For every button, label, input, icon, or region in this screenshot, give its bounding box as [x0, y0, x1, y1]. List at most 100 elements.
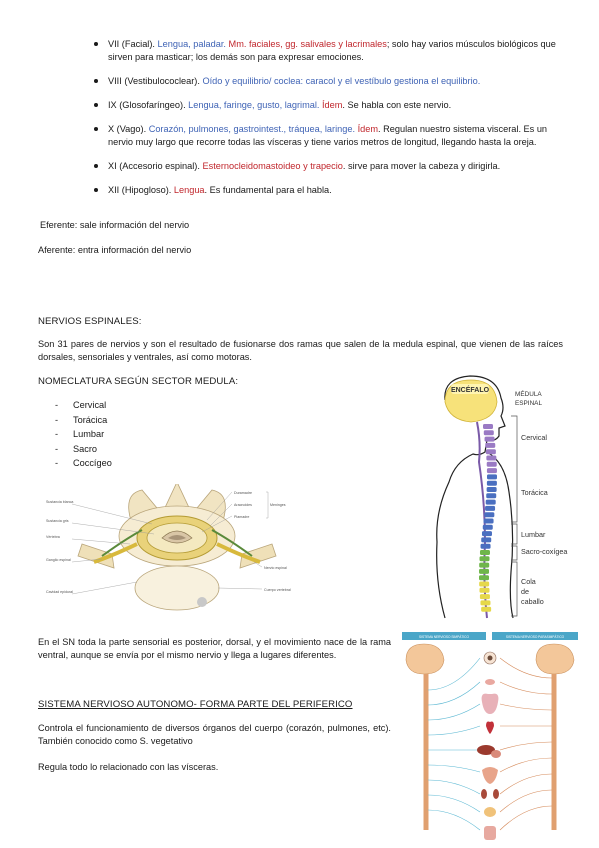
- cranial-nerve-text: . Regulan nuestro sistema visceral. Es u…: [108, 124, 548, 147]
- visceras-line: Regula todo lo relacionado con las vísce…: [38, 762, 219, 772]
- vertebra-segment: [486, 493, 497, 499]
- vertebra-segment: [484, 512, 495, 518]
- sn-paragraph: En el SN toda la parte sensorial es post…: [38, 637, 391, 660]
- mouth-organ: [485, 679, 495, 685]
- vertebra-segment: [479, 562, 490, 568]
- encefalo-label: ENCÉFALO: [451, 385, 490, 394]
- vertebra-segment: [479, 568, 490, 574]
- cranial-nerve-item: VIII (Vestibulococlear). Oído y equilibr…: [94, 75, 564, 88]
- sympathetic-nerve: [427, 764, 481, 773]
- vertebra-segment: [479, 587, 490, 593]
- vertebra-segment: [483, 518, 494, 524]
- sympathetic-nerve: [427, 794, 481, 813]
- cranial-nerve-text: Ídem: [321, 100, 343, 110]
- cranial-nerve-text: Lengua, paladar.: [157, 39, 229, 49]
- kidney-organ: [481, 789, 487, 799]
- sector-item: Coccígeo: [55, 456, 112, 471]
- parasympathetic-nerve: [499, 681, 553, 695]
- vertebra-illustration: [77, 484, 277, 611]
- vertebra-segment: [486, 480, 497, 486]
- cranial-nerve-text: Lengua, faringe, gusto, lagrimal.: [188, 100, 322, 110]
- cola-line1: Cola: [521, 577, 536, 586]
- label-piamadre: Piamadre: [234, 515, 249, 519]
- region-toracica: Torácica: [521, 488, 548, 497]
- medula-title-line2: ESPINAL: [515, 400, 542, 407]
- sympathetic-nerve: [427, 809, 481, 831]
- parasympathetic-nerve: [499, 757, 553, 773]
- cranial-nerve-text: Lengua: [173, 185, 205, 195]
- label-cavidad-epidural: Cavidad epidural: [46, 590, 73, 594]
- vertebra-segment: [479, 550, 490, 555]
- cranial-nerve-text: VII (Facial).: [108, 39, 158, 49]
- cranial-nerve-text: Corazón, pulmones, gastrointest., tráque…: [148, 124, 358, 134]
- cranial-nerve-item: IX (Glosofaríngeo). Lengua, faringe, gus…: [94, 99, 564, 112]
- label-aracnoides: Aracnoides: [234, 503, 252, 507]
- intestine-organ: [482, 767, 498, 784]
- sector-item: Torácica: [55, 413, 112, 428]
- cranial-nerve-item: XII (Hipogloso). Lengua. Es fundamental …: [94, 184, 564, 197]
- vertebra-segment: [481, 537, 492, 543]
- parasympathetic-nerve: [499, 741, 553, 751]
- cranial-nerve-text: VIII (Vestibulococlear).: [108, 76, 203, 86]
- vertebra-segment: [486, 455, 497, 461]
- heart-organ: [486, 721, 494, 734]
- cranial-nerve-item: XI (Accesorio espinal). Esternocleidomas…: [94, 160, 564, 173]
- vertebra-segment: [481, 606, 492, 612]
- vertebra-segment: [483, 430, 494, 436]
- cola-line3: caballo: [521, 597, 544, 606]
- sector-item: Lumbar: [55, 427, 112, 442]
- spinal-cord-figure: ENCÉFALO MÉDULA ESPINAL Cervical Torácic…: [436, 375, 567, 619]
- parasympathetic-title: SISTEMA NERVIOSO PARASIMPÁTICO: [506, 635, 565, 639]
- cranial-nerve-text: X (Vago).: [108, 124, 149, 134]
- cranial-nerve-text: Esternocleidomastoideo y trapecio: [202, 161, 343, 171]
- region-lumbar: Lumbar: [521, 530, 546, 539]
- vertebra-segment: [484, 436, 495, 442]
- sector-list: Cervical Torácica Lumbar Sacro Coccígeo: [55, 398, 112, 471]
- sympathetic-title: SISTEMA NERVIOSO SIMPÁTICO: [419, 635, 469, 639]
- label-nervio-espinal: Nervio espinal: [264, 566, 287, 570]
- aferente-line: Aferente: entra información del nervio: [38, 245, 192, 255]
- sympathetic-nerve: [427, 779, 481, 795]
- cranial-nerve-item: VII (Facial). Lengua, paladar. Mm. facia…: [94, 38, 564, 64]
- vertebra-segment: [485, 505, 496, 511]
- medula-title-line1: MÉDULA: [515, 389, 542, 398]
- spinal-heading: NERVIOS ESPINALES:: [38, 316, 142, 327]
- sympathetic-nerve: [427, 657, 481, 691]
- parasympathetic-nerve: [499, 805, 553, 831]
- parasympathetic-header: [492, 632, 578, 640]
- vertebra-segment: [480, 543, 491, 549]
- cranial-nerve-text: . Es fundamental para el habla.: [204, 185, 332, 195]
- sympathetic-header: [402, 632, 486, 640]
- label-ganglio-espinal: Ganglio espinal: [46, 558, 71, 562]
- cranial-nerve-item: X (Vago). Corazón, pulmones, gastrointes…: [94, 123, 564, 149]
- reproductive-organ: [484, 826, 496, 840]
- stomach-organ: [491, 750, 501, 758]
- cranial-nerve-text: XI (Accesorio espinal).: [108, 161, 203, 171]
- vertebra-segment: [482, 524, 493, 530]
- vertebra-column: [479, 424, 497, 612]
- lungs-organ: [481, 693, 499, 714]
- cranial-nerve-text: IX (Glosofaríngeo).: [108, 100, 189, 110]
- region-cervical: Cervical: [521, 433, 547, 442]
- spinal-paragraph: Son 31 pares de nervios y son el resulta…: [38, 339, 563, 362]
- vertebra-segment: [486, 474, 497, 480]
- parasympathetic-nerve: [499, 789, 553, 813]
- cranial-nerve-text: XII (Hipogloso).: [108, 185, 174, 195]
- cranial-nerve-text: Mm. faciales, gg. salivales y lacrimales: [228, 39, 387, 49]
- nerve-lines: [427, 657, 553, 831]
- eferente-line: Eferente: sale información del nervio: [40, 220, 190, 230]
- cranial-nerve-text: Ídem: [357, 124, 379, 134]
- vertebra-figure: Sustancia blanca Sustancia gris Vértebra…: [46, 484, 291, 611]
- cola-line2: de: [521, 587, 529, 596]
- label-sustancia-gris: Sustancia gris: [46, 519, 69, 523]
- bladder-organ: [484, 807, 496, 817]
- label-meninges: Meninges: [270, 503, 286, 507]
- vertebra-segment: [486, 461, 497, 467]
- cranial-nerve-list: VII (Facial). Lengua, paladar. Mm. facia…: [94, 38, 564, 208]
- vertebra-segment: [480, 600, 491, 606]
- brain-right: [535, 643, 575, 675]
- vertebra-segment: [479, 581, 490, 587]
- parasympathetic-nerve: [499, 657, 553, 679]
- label-cuerpo-vertebral: Cuerpo vertebral: [264, 588, 291, 592]
